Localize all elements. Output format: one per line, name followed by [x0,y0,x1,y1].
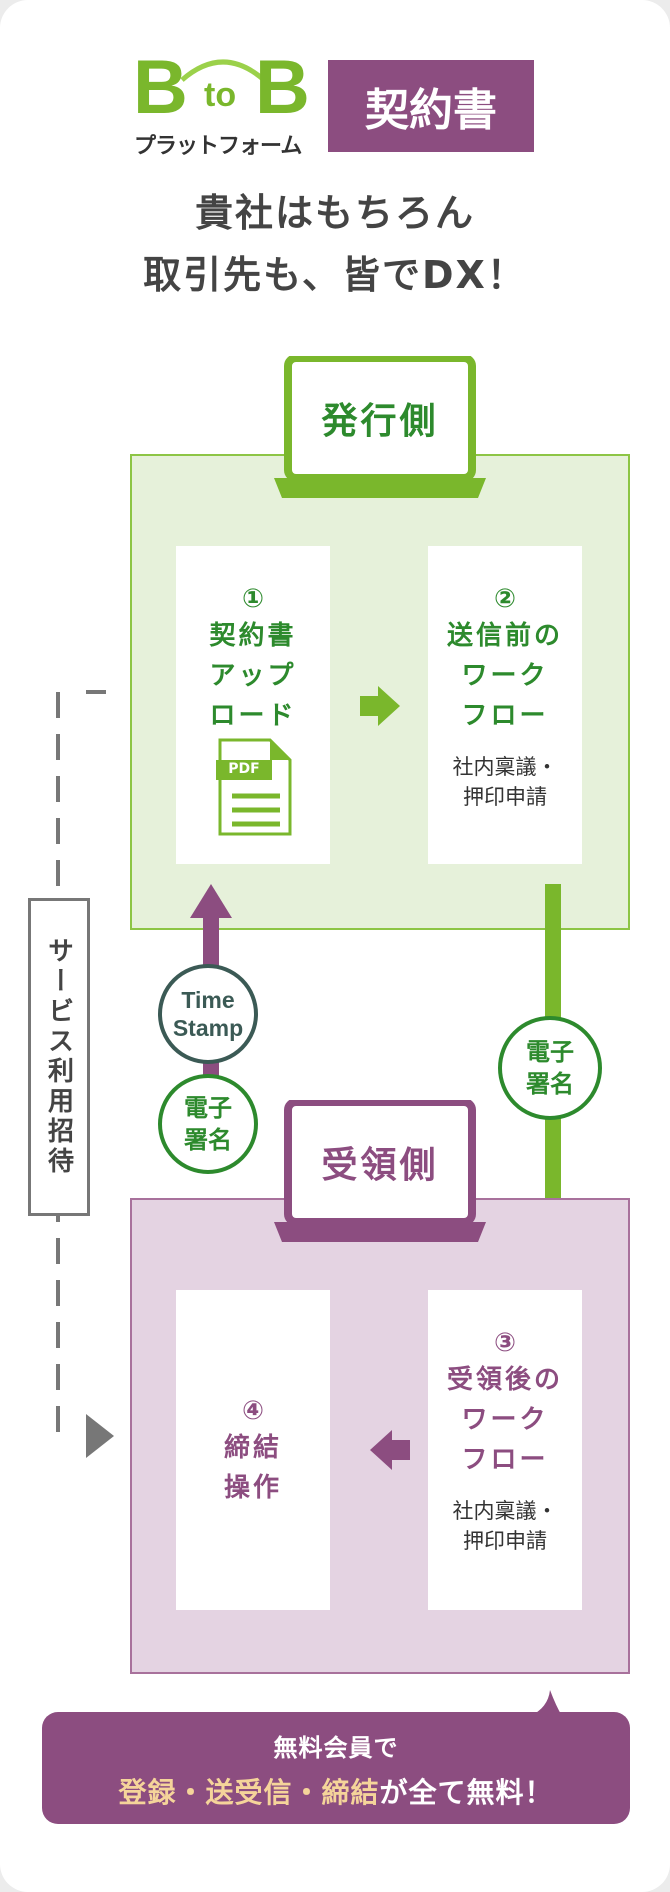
step-2-title-line: フロー [461,701,549,731]
step-4-title-line: 操作 [223,1473,282,1503]
esign-line: 署名 [184,1126,232,1154]
banner-line-2: 登録・送受信・締結が全て無料！ [42,1771,630,1811]
step-1-number: ① [241,584,264,614]
step-3-card: ③ 受領後の ワーク フロー 社内稟議・ 押印申請 [428,1290,582,1610]
service-invite-label-box: サービス利用招待 [28,898,90,1216]
step-2-title: 送信前の ワーク フロー [447,616,563,736]
step-3-title-line: ワーク [461,1405,549,1435]
logo-b-right: B [255,45,310,130]
pdf-label: PDF [228,761,260,777]
step-2-title-line: ワーク [461,661,549,691]
tagline-line-1: 貴社はもちろん [194,191,475,235]
pdf-document-icon [216,738,292,836]
banner-speech-tail-icon [530,1690,562,1716]
free-membership-banner: 無料会員で 登録・送受信・締結が全て無料！ [42,1712,630,1824]
step-4-title: 締結 操作 [224,1428,282,1508]
banner-highlight: 登録・送受信・締結 [118,1776,380,1809]
step-2-number: ② [493,584,516,614]
logo-to: to [204,76,237,114]
step-3-note-line: 社内稟議・ [452,1499,558,1523]
step-3-title: 受領後の ワーク フロー [447,1360,563,1480]
receiver-label: 受領側 [321,1145,439,1186]
esign-line: 電子 [184,1094,232,1122]
logo-subtitle: プラットフォーム [134,134,302,159]
left-arrow-icon [370,1430,410,1470]
logo-arc-icon [180,59,266,82]
right-arrow-icon [360,686,400,726]
timestamp-line: Stamp [172,1015,244,1041]
invite-dashed-arrow-icon [56,690,114,1458]
timestamp-badge: Time Stamp [158,964,258,1064]
step-2-note: 社内稟議・ 押印申請 [453,752,558,812]
step-2-card: ② 送信前の ワーク フロー 社内稟議・ 押印申請 [428,546,582,864]
banner-suffix: が全て無料！ [379,1776,554,1809]
step-2-note-line: 押印申請 [463,785,547,809]
step-3-title-line: 受領後の [446,1365,563,1395]
step-1-title-line: ロード [209,701,297,731]
tagline-line-2: 取引先も、皆でDX！ [143,253,527,297]
step-4-title-line: 締結 [223,1433,282,1463]
receiver-laptop-icon [274,1100,486,1242]
step-1-title-line: アップ [209,661,297,691]
step-3-note: 社内稟議・ 押印申請 [453,1496,558,1556]
document-type-badge: 契約書 [328,60,534,152]
step-2-title-line: 送信前の [446,621,563,651]
logo-b-left: B [133,45,188,130]
issuer-label: 発行側 [321,401,439,442]
step-3-title-line: フロー [461,1445,549,1475]
step-1-title-line: 契約書 [209,621,297,651]
step-4-card: ④ 締結 操作 [176,1290,330,1610]
esign-line: 署名 [526,1070,574,1098]
issuer-esign-badge: 電子 署名 [498,1016,602,1120]
step-1-title: 契約書 アップ ロード [209,616,296,736]
step-3-note-line: 押印申請 [463,1529,547,1553]
issuer-laptop-icon [274,356,486,498]
step-4-number: ④ [241,1396,264,1426]
step-2-note-line: 社内稟議・ [452,755,558,779]
timestamp-line: Time [181,987,235,1013]
receiver-esign-badge: 電子 署名 [158,1074,258,1174]
banner-line-1: 無料会員で [273,1734,399,1762]
service-invite-label: サービス利用招待 [43,937,74,1177]
esign-line: 電子 [526,1038,574,1066]
step-3-number: ③ [493,1328,516,1358]
